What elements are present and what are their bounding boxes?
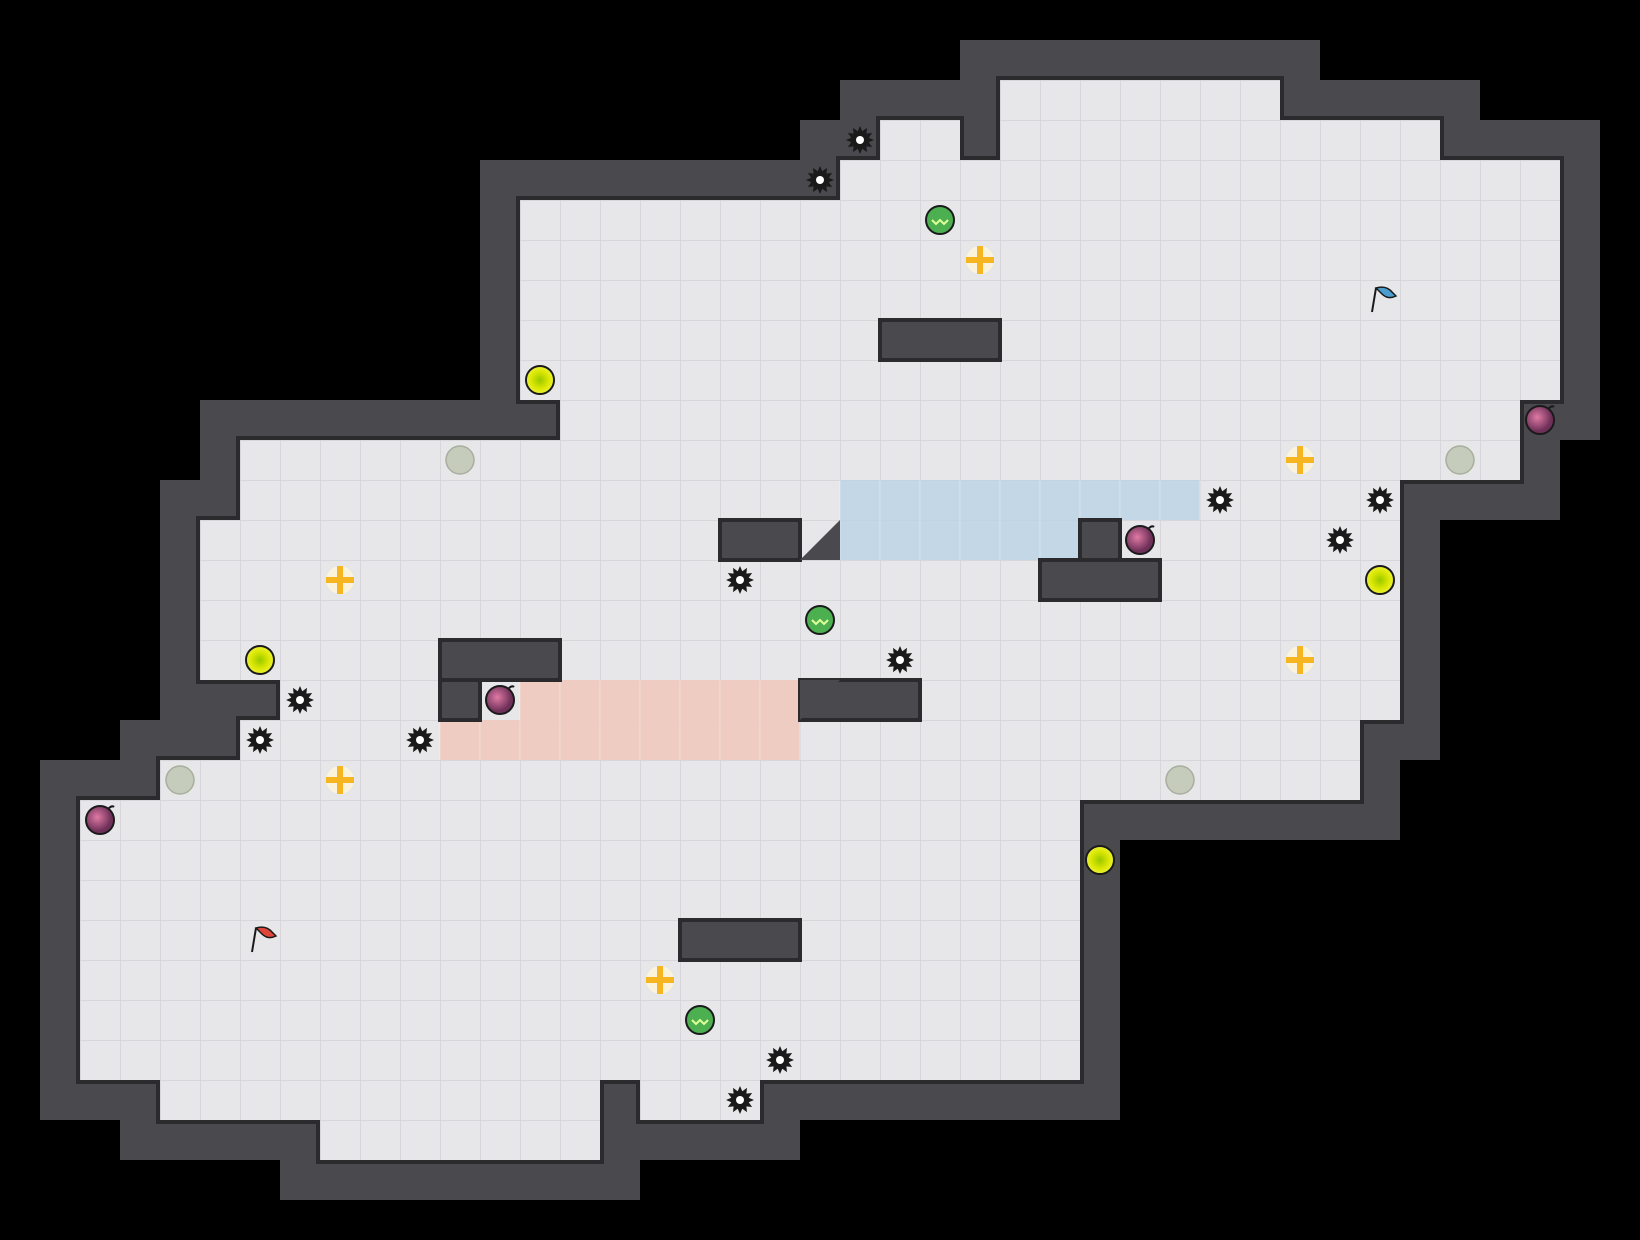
- floor-tile-row: [520, 280, 1560, 320]
- floor-tile-row: [520, 200, 1560, 240]
- floor-tile-row: [320, 1120, 600, 1160]
- powerup-icon: [326, 766, 354, 794]
- diagonal-wall: [800, 520, 840, 560]
- floor-tile-row: [520, 360, 1560, 400]
- obstacle-block: [1038, 558, 1162, 602]
- red-zone: [520, 680, 800, 720]
- spike-icon: [406, 726, 434, 754]
- flag-blue-icon: [1374, 286, 1398, 299]
- floor-tile-row: [80, 880, 1080, 920]
- inactive-boost-pad-icon: [445, 445, 475, 475]
- floor-tile-row: [200, 600, 1400, 640]
- bomb-fuse: [1147, 525, 1155, 530]
- floor-tile-row: [160, 760, 1360, 800]
- entity-layer: [85, 126, 1555, 1114]
- red-zone: [440, 720, 800, 760]
- spike-icon: [1326, 526, 1354, 554]
- powerup-icon: [646, 966, 674, 994]
- portal-chevrons: [811, 618, 829, 626]
- blue-zone: [840, 520, 1120, 560]
- floor-tile-row: [840, 160, 1560, 200]
- spike-icon: [886, 646, 914, 674]
- floor-tile-row: [80, 800, 1080, 840]
- diagonal-wall: [800, 680, 840, 720]
- floor-tile-row: [80, 1000, 1080, 1040]
- obstacle-block: [878, 318, 1002, 362]
- spike-icon: [846, 126, 874, 154]
- powerup-icon: [966, 246, 994, 274]
- floor-tile-row: [200, 640, 1400, 680]
- boost-pad-icon: [1085, 845, 1115, 875]
- spike-icon: [286, 686, 314, 714]
- bomb-icon: [1525, 405, 1555, 435]
- bomb-fuse: [1547, 405, 1555, 410]
- floor-tile-row: [200, 560, 1400, 600]
- flag-red-icon-pole: [251, 927, 257, 953]
- boost-pad-icon: [525, 365, 555, 395]
- inactive-boost-pad-icon: [165, 765, 195, 795]
- spike-icon: [1366, 486, 1394, 514]
- inactive-boost-pad-icon: [1165, 765, 1195, 795]
- spike-icon: [1206, 486, 1234, 514]
- blue-zone: [840, 480, 1200, 520]
- spike-icon: [766, 1046, 794, 1074]
- obstacle-block: [678, 918, 802, 962]
- floor-tile-row: [560, 400, 1520, 440]
- floor-tile-row: [1000, 80, 1280, 120]
- powerup-icon: [326, 566, 354, 594]
- boost-pad-icon: [1365, 565, 1395, 595]
- portal-chevrons: [691, 1018, 709, 1026]
- spike-icon: [726, 1086, 754, 1114]
- bomb-icon: [485, 685, 515, 715]
- obstacle-block: [718, 518, 802, 562]
- spike-icon: [246, 726, 274, 754]
- obstacle-block: [438, 638, 562, 682]
- floor-tile-row: [80, 1040, 1080, 1080]
- obstacle-block: [1078, 518, 1122, 562]
- floor-tile-row: [520, 240, 1560, 280]
- obstacle-layer: [438, 318, 1162, 962]
- floor-tile-row: [80, 840, 1080, 880]
- floor-tile-row: [80, 920, 1080, 960]
- floor-tile-row: [240, 440, 1520, 480]
- bomb-icon: [1125, 525, 1155, 555]
- bomb-fuse: [507, 685, 515, 690]
- flag-blue-icon-pole: [1371, 287, 1377, 313]
- floor-tile-row: [80, 960, 1080, 1000]
- spike-icon: [806, 166, 834, 194]
- floor-tile-row: [520, 320, 1560, 360]
- powerup-icon: [1286, 446, 1314, 474]
- floor-tile-row: [1000, 120, 1440, 160]
- zone-layer: [439, 480, 1201, 760]
- boost-pad-icon: [245, 645, 275, 675]
- flag-red-icon: [254, 926, 278, 939]
- bomb-fuse: [107, 805, 115, 810]
- floor-tile-row: [880, 120, 960, 160]
- inactive-boost-pad-icon: [1445, 445, 1475, 475]
- obstacle-block: [438, 678, 482, 722]
- powerup-icon: [1286, 646, 1314, 674]
- spike-icon: [726, 566, 754, 594]
- bomb-icon: [85, 805, 115, 835]
- floor-tile-row: [160, 1080, 600, 1120]
- portal-chevrons: [931, 218, 949, 226]
